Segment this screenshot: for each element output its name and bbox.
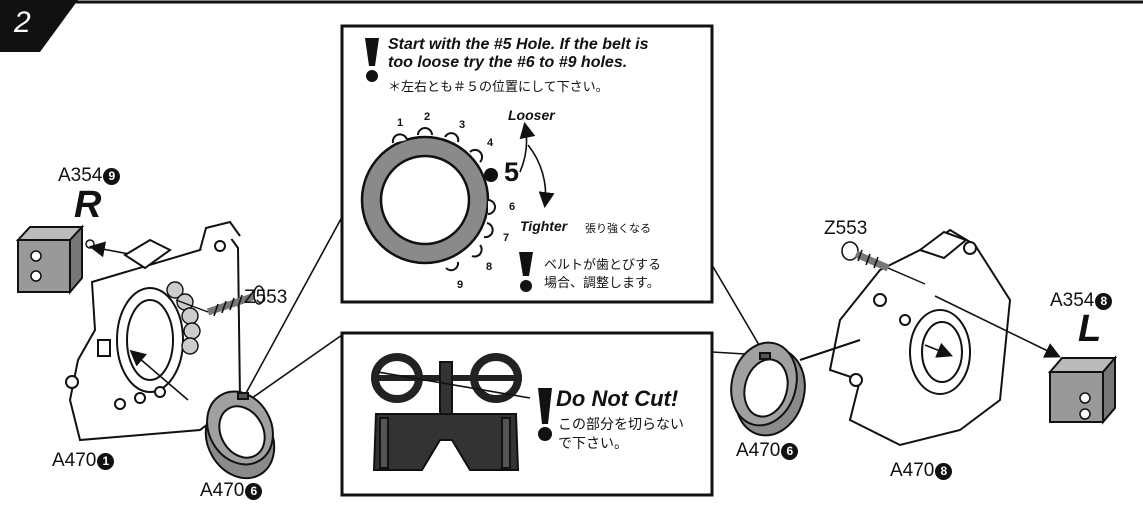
hole-number-4: 4 [487,137,494,149]
right-block-qty: 8 [1095,293,1113,310]
tighter-jp: 張り強くなる [585,222,651,235]
looser-arrow [519,121,536,173]
step-corner [0,0,78,52]
tighter-arrow [527,144,555,209]
do-not-cut-jp-1: この部分を切らない [558,417,684,433]
step-number: 2 [14,6,31,39]
left-ring-qty: 6 [245,483,263,500]
left-screw [206,285,265,317]
do-not-cut-title: Do Not Cut! [556,386,679,411]
looser-label: Looser [508,107,555,123]
hole-number-6: 6 [509,201,516,213]
right-housing-arrow [924,342,953,358]
hole-number-8: 8 [486,261,493,273]
tighter-label: Tighter [520,218,568,234]
left-block-part [15,224,95,295]
instruction-line-2: too loose try the #6 to #9 holes. [388,54,628,71]
hole-number-1: 1 [397,117,404,129]
exclaim-mark-belt [519,252,533,292]
right-block-arrow [934,295,1061,358]
right-ring-qty: 6 [781,443,799,460]
sprue-part [371,353,531,471]
hole-number-9: 9 [457,279,464,291]
tensioner-pulley [360,121,555,272]
right-side-label: L [1078,308,1102,350]
left-block-qty: 9 [103,168,121,185]
belt-skip-jp-1: ベルトが歯とびする [544,258,662,273]
exclaim-mark-cut [538,388,552,441]
instruction-line-1: Start with the #5 Hole. If the belt is [388,36,649,53]
right-ring [730,341,806,437]
right-housing-qty: 8 [935,463,953,480]
hole-number-5: 5 [504,157,520,187]
left-screw-line [175,299,209,313]
hole-number-7: 7 [503,232,510,244]
left-ring-arrow [129,349,189,401]
right-housing [799,228,1012,447]
left-housing-gear [166,281,201,355]
hole-number-2: 2 [424,111,431,123]
right-leader-upper [711,264,763,351]
belt-skip-jp-2: 場合、調整します。 [544,276,660,291]
right-screw-label: Z553 [824,218,868,239]
hole-number-3: 3 [459,119,466,131]
left-ring [204,390,276,480]
left-screw-label: Z553 [244,287,288,308]
exclaim-mark-top [365,38,379,66]
right-screw-line [887,267,926,285]
right-screw [841,241,890,272]
instruction-jp: ＊左右とも＃５の位置にして下さい。 [388,80,609,95]
left-leader-lower [251,334,343,399]
left-housing-qty: 1 [97,453,115,470]
left-side-label: R [74,184,102,226]
left-housing [65,220,242,442]
left-leader-upper [244,216,343,396]
do-not-cut-jp-2: で下さい。 [558,436,628,452]
right-block-part [1047,355,1118,425]
